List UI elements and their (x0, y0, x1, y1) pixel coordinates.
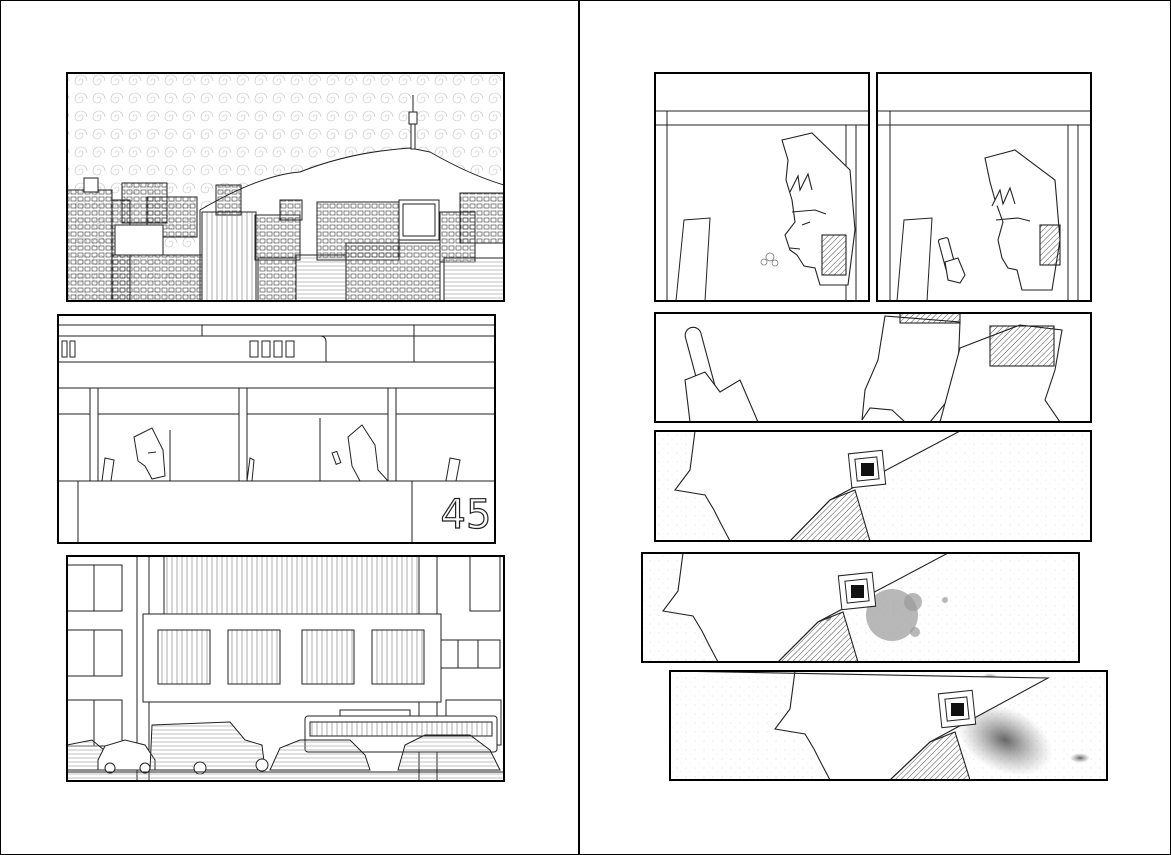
panel-closeup-phone (655, 313, 1091, 422)
cars (67, 721, 501, 775)
panel-profile-2 (642, 553, 1079, 662)
passenger-figure-2 (319, 418, 390, 482)
panel-2-border (57, 314, 496, 544)
panel-profile-3 (670, 671, 1107, 780)
panel-1-border (66, 72, 505, 302)
panel-3-border (66, 555, 505, 782)
panel-8-border (641, 552, 1080, 663)
passenger-figure-1 (133, 427, 171, 481)
panel-7-border (654, 430, 1092, 542)
dark-square-mark-3 (937, 689, 977, 729)
panel-5-border (876, 72, 1092, 302)
panel-bus: 45 (58, 315, 495, 543)
panel-4-border (654, 72, 870, 302)
dark-square-mark (847, 449, 887, 489)
tower-icon (408, 95, 418, 150)
panel-street (67, 556, 504, 781)
dark-square-mark-2 (837, 571, 877, 611)
panel-man-smoking (655, 73, 869, 301)
phone-man-figure (937, 149, 1061, 291)
smoking-man-figure (781, 132, 856, 286)
panel-6-border (654, 312, 1092, 423)
bus-number: 45 (441, 492, 492, 538)
panel-9-border (669, 670, 1108, 781)
panel-profile-1 (655, 431, 1091, 541)
panel-man-phone (877, 73, 1091, 301)
smoke-puff (760, 252, 779, 267)
panel-city-skyline (67, 73, 504, 301)
